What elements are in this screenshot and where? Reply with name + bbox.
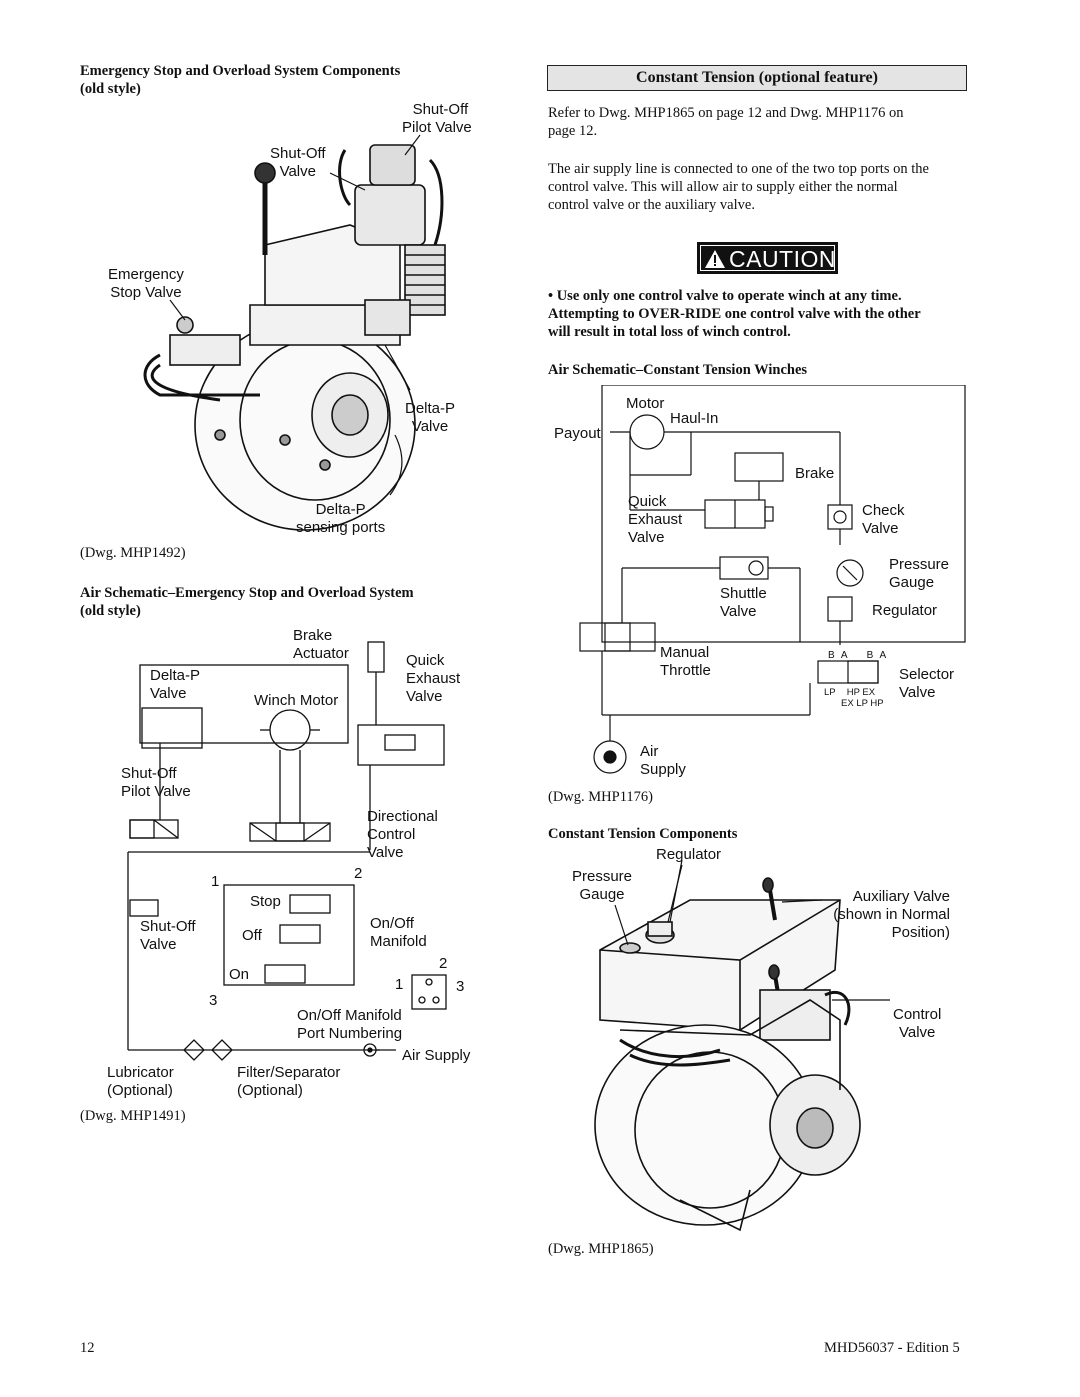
label-selector-valve: Selector Valve xyxy=(899,666,955,701)
label-control-valve: Control Valve xyxy=(893,1006,942,1041)
label-check-valve: Check Valve xyxy=(862,502,905,537)
label-lubricator: Lubricator (Optional) xyxy=(107,1064,174,1099)
caution-label: CAUTION xyxy=(729,246,836,272)
paragraph-refer-drawings: Refer to Dwg. MHP1865 on page 12 and Dwg… xyxy=(548,105,904,139)
label-onoff-manifold: On/Off Manifold xyxy=(370,915,427,950)
label-directional-control-valve: Directional Control Valve xyxy=(367,808,438,861)
heading-constant-tension-components: Constant Tension Components xyxy=(548,826,738,842)
caption-mhp1491: (Dwg. MHP1491) xyxy=(80,1108,186,1124)
label-shutoff-valve-schematic: Shut-Off Valve xyxy=(140,918,196,953)
caution-badge: CAUTION xyxy=(697,242,838,274)
label-stop: Stop xyxy=(250,893,281,910)
label-off: Off xyxy=(242,927,262,944)
schematic-mhp1491 xyxy=(127,641,447,1061)
label-manual-throttle: Manual Throttle xyxy=(660,644,711,679)
label-manifold-port-2: 2 xyxy=(439,955,448,972)
label-deltap-valve-schematic: Delta-P Valve xyxy=(150,667,201,702)
document-id: MHD56037 - Edition 5 xyxy=(824,1340,960,1356)
label-winch-motor: Winch Motor xyxy=(254,692,339,709)
label-payout: Payout xyxy=(554,425,601,442)
label-brake-actuator: Brake Actuator xyxy=(293,627,349,662)
label-quick-exhaust-valve: Quick Exhaust Valve xyxy=(406,652,461,705)
label-manifold-port-1: 1 xyxy=(395,976,404,993)
label-on: On xyxy=(229,966,250,983)
label-regulator: Regulator xyxy=(872,602,938,619)
section-heading-emergency-stop: Emergency Stop and Overload System Compo… xyxy=(80,63,401,97)
label-brake: Brake xyxy=(795,465,835,482)
heading-air-schematic-constant-tension: Air Schematic–Constant Tension Winches xyxy=(548,362,808,378)
label-port-3: 3 xyxy=(209,992,218,1009)
schematic-mhp1176 xyxy=(579,385,966,774)
label-haul-in: Haul-In xyxy=(670,410,719,427)
drawing-mhp1492 xyxy=(143,134,446,531)
label-air-supply-ct: Air Supply xyxy=(640,743,686,778)
paragraph-air-supply-line: The air supply line is connected to one … xyxy=(548,161,929,213)
label-regulator-component: Regulator xyxy=(656,846,722,863)
label-air-supply: Air Supply xyxy=(402,1047,471,1064)
label-motor: Motor xyxy=(626,395,665,412)
label-pressure-gauge: Pressure Gauge xyxy=(889,556,950,591)
label-shutoff-valve: Shut-Off Valve xyxy=(270,145,326,180)
label-selector-ports-bottom2: EX LP HP xyxy=(841,698,884,709)
label-shuttle-valve: Shuttle Valve xyxy=(720,585,767,620)
label-selector-ports-top: B A B A xyxy=(828,650,887,661)
warning-text: • Use only one control valve to operate … xyxy=(548,288,921,340)
label-deltap-valve: Delta-P Valve xyxy=(405,400,456,435)
label-manifold-port-3: 3 xyxy=(456,978,465,995)
caption-mhp1176: (Dwg. MHP1176) xyxy=(548,789,653,805)
label-shutoff-pilot-valve-schematic: Shut-Off Pilot Valve xyxy=(121,765,191,800)
label-port-1: 1 xyxy=(211,873,220,890)
page-number: 12 xyxy=(80,1340,95,1356)
label-port-2: 2 xyxy=(354,865,363,882)
boxed-heading-constant-tension: Constant Tension (optional feature) xyxy=(547,65,967,91)
label-emergency-stop-valve: Emergency Stop Valve xyxy=(108,266,184,301)
label-pressure-gauge-component: Pressure Gauge xyxy=(572,868,633,903)
section-heading-air-schematic-emergency: Air Schematic–Emergency Stop and Overloa… xyxy=(80,585,414,619)
caption-mhp1865: (Dwg. MHP1865) xyxy=(548,1241,654,1257)
label-filter-separator: Filter/Separator (Optional) xyxy=(237,1064,341,1099)
drawing-mhp1865 xyxy=(594,860,890,1232)
warning-triangle-icon xyxy=(705,250,725,268)
label-deltap-sensing-ports: Delta-P sensing ports xyxy=(296,501,386,536)
label-selector-ports-bottom: LP HP EX xyxy=(824,687,876,698)
label-port-numbering: On/Off Manifold Port Numbering xyxy=(297,1007,403,1042)
label-auxiliary-valve: Auxiliary Valve (shown in Normal Positio… xyxy=(833,888,950,941)
caption-mhp1492: (Dwg. MHP1492) xyxy=(80,545,186,561)
label-quick-exhaust: Quick Exhaust Valve xyxy=(628,493,683,546)
label-shutoff-pilot-valve: Shut-Off Pilot Valve xyxy=(402,101,472,136)
